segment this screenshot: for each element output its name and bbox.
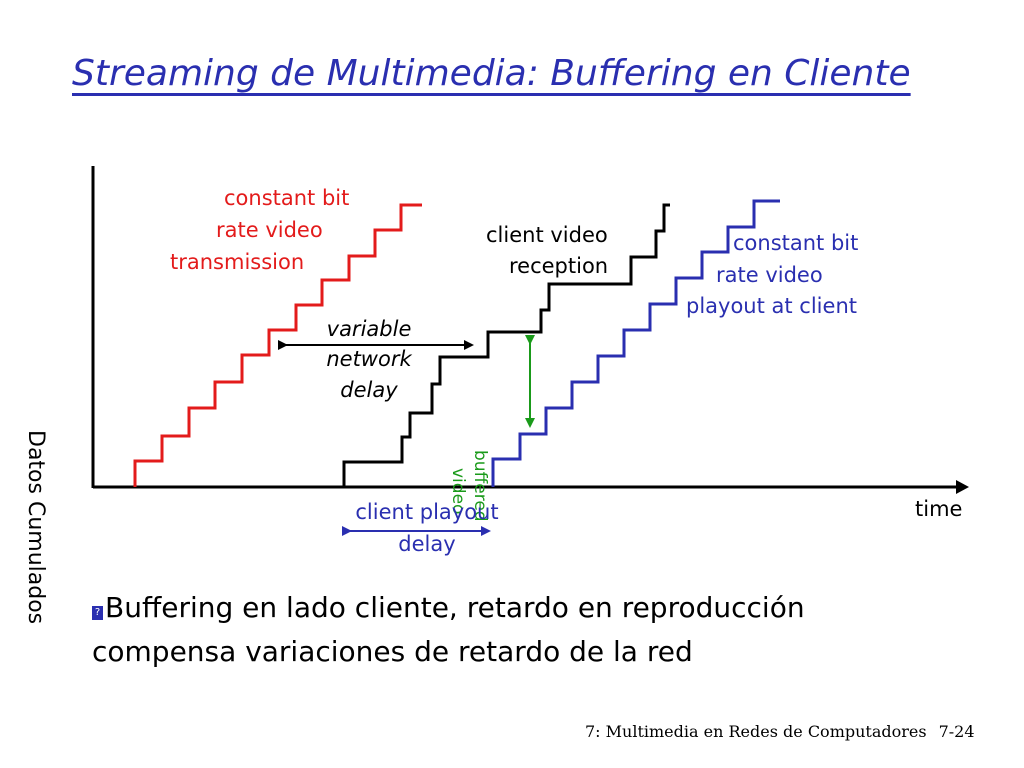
x-axis-arrowhead <box>956 480 969 494</box>
network-delay-line-1: variable <box>327 317 412 341</box>
y-axis-label: Datos Cumulados <box>23 430 48 625</box>
bullet-icon: ? <box>92 606 103 620</box>
transmission-label-line-2: rate video <box>216 218 323 242</box>
buffered-video-line-1: buffered <box>470 450 490 522</box>
constant-bit-rate-transmission-label: constant bit rate video transmission <box>170 186 349 274</box>
client-playout-delay-label: client playout delay <box>355 500 498 556</box>
bullet-text-line-1: Buffering en lado cliente, retardo en re… <box>105 591 805 624</box>
bullet-point: ?Buffering en lado cliente, retardo en r… <box>92 586 952 674</box>
client-video-reception-label: client video reception <box>486 223 608 278</box>
reception-label-line-1: client video <box>486 223 608 247</box>
footer-text: 7: Multimedia en Redes de Computadores <box>585 722 927 741</box>
page-number: 7-24 <box>938 722 975 741</box>
playout-label-line-2: rate video <box>716 263 823 287</box>
transmission-label-line-3: transmission <box>170 250 304 274</box>
constant-bit-rate-playout-curve <box>491 199 780 487</box>
buffered-video-line-2: video <box>448 468 468 514</box>
playout-label-line-1: constant bit <box>733 231 858 255</box>
slide-footer: 7: Multimedia en Redes de Computadores 7-… <box>585 722 975 741</box>
playout-label-line-3: playout at client <box>686 294 857 318</box>
variable-network-delay-label: variable network delay <box>326 317 412 402</box>
bullet-text-line-2: compensa variaciones de retardo de la re… <box>92 635 693 668</box>
network-delay-line-2: network <box>326 347 412 371</box>
buffered-video-label: buffered video <box>448 450 490 522</box>
reception-label-line-2: reception <box>509 254 608 278</box>
slide-title: Streaming de Multimedia: Buffering en Cl… <box>72 53 911 94</box>
transmission-label-line-1: constant bit <box>224 186 349 210</box>
network-delay-line-3: delay <box>340 378 398 402</box>
playout-delay-line-1: client playout <box>355 500 498 524</box>
constant-bit-rate-transmission-curve <box>133 203 422 487</box>
client-video-reception-curve <box>342 203 670 487</box>
x-axis-label: time <box>915 497 962 521</box>
playout-delay-line-2: delay <box>398 532 455 556</box>
constant-bit-rate-playout-label: constant bit rate video playout at clien… <box>686 231 858 318</box>
